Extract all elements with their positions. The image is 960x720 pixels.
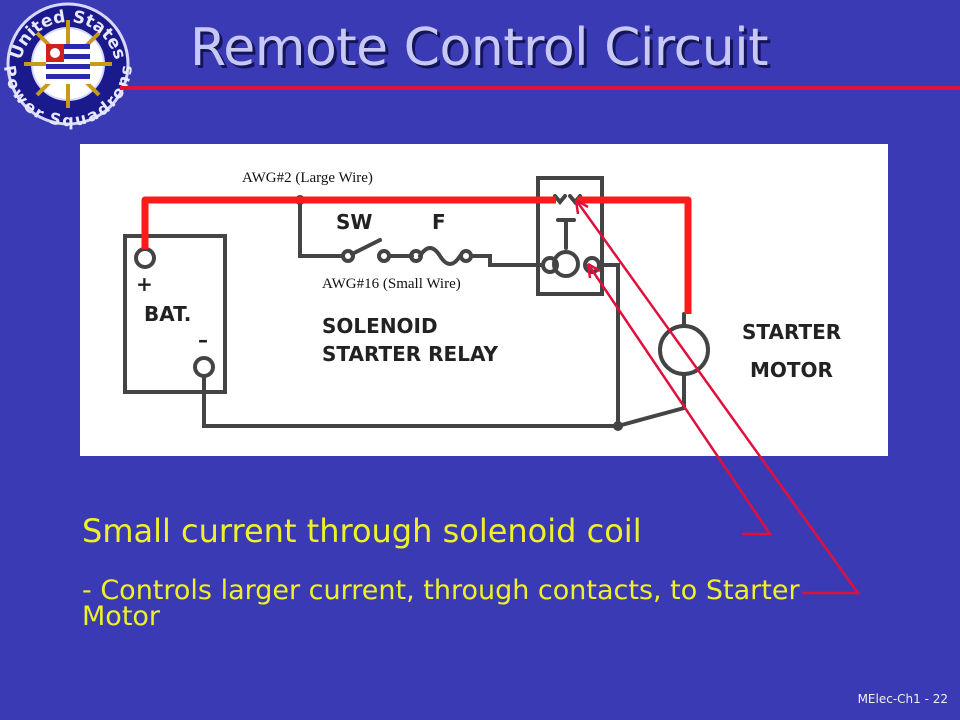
battery-positive-terminal xyxy=(134,247,156,269)
circuit-diagram: AWG#2 (Large Wire) AWG#16 (Small Wire) S… xyxy=(80,144,888,456)
fuse-label: F xyxy=(432,210,446,234)
relay-label-line2: STARTER RELAY xyxy=(322,342,498,366)
bullet-controls-current: - Controls larger current, through conta… xyxy=(82,575,800,632)
switch-label: SW xyxy=(336,210,373,234)
coil-terminal-right xyxy=(583,256,601,274)
bullet-solenoid-coil: Small current through solenoid coil xyxy=(82,512,642,550)
battery-minus-label: – xyxy=(198,328,208,352)
motor-label-line2: MOTOR xyxy=(750,358,833,382)
title-rule xyxy=(120,86,960,90)
switch-blade xyxy=(350,238,382,256)
ground-junction-dot xyxy=(613,421,623,431)
solenoid-contact-left xyxy=(553,194,567,206)
large-wire-label: AWG#2 (Large Wire) xyxy=(242,170,373,186)
small-wire-label: AWG#16 (Small Wire) xyxy=(322,276,461,292)
switch-terminal-left xyxy=(341,249,355,263)
fuse-terminal-left xyxy=(409,249,423,263)
circuit-drawing xyxy=(123,176,710,431)
relay-label-line1: SOLENOID xyxy=(322,314,438,338)
motor-label-line1: STARTER xyxy=(742,320,842,344)
fuse-element xyxy=(418,246,462,266)
small-wire-branch xyxy=(298,200,344,258)
battery-label: BAT. xyxy=(144,302,192,326)
battery-negative-terminal xyxy=(193,356,215,378)
page-title: Remote Control Circuit xyxy=(190,18,769,78)
battery-plus-label: + xyxy=(136,272,153,296)
power-squadrons-logo-icon: United States Power Squadrons xyxy=(2,2,132,130)
slide-footer: MElec-Ch1 - 22 xyxy=(857,692,948,706)
starter-motor xyxy=(658,324,710,376)
small-wire-to-coil xyxy=(469,254,545,267)
large-wire-battery-to-relay xyxy=(141,196,556,249)
battery-box xyxy=(123,234,227,394)
ground-return-wire xyxy=(202,374,620,428)
motor-ground-wire xyxy=(616,372,686,428)
